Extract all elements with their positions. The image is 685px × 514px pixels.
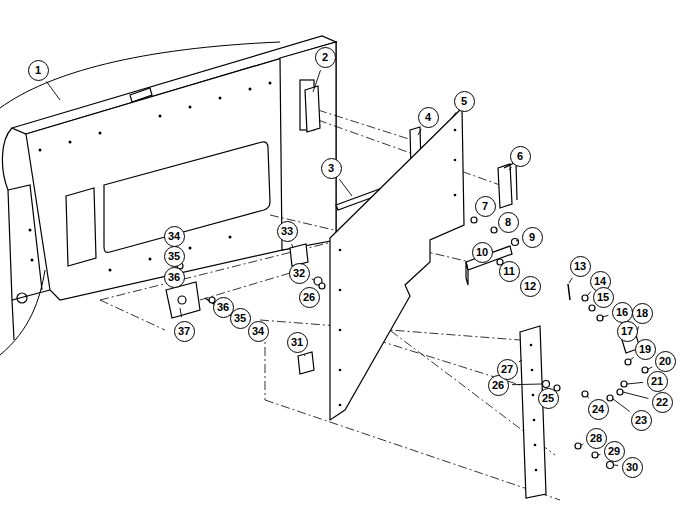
callout-number: 35 [164, 246, 185, 267]
callout-number: 33 [277, 221, 298, 242]
callout-number: 34 [248, 321, 269, 342]
leader-line [418, 129, 421, 135]
leader-line [630, 357, 634, 360]
leader-line [627, 382, 643, 384]
leader-line [46, 81, 60, 100]
leader-line [292, 244, 293, 248]
callout-number: 17 [617, 321, 638, 342]
leader-line [602, 315, 608, 317]
callout-number: 24 [588, 399, 609, 420]
callout-number: 13 [570, 256, 591, 277]
callout-number: 4 [418, 107, 439, 128]
callout-number: 23 [631, 410, 652, 431]
leader-line [509, 167, 511, 170]
leader-line [569, 278, 572, 283]
leader-line [613, 399, 630, 412]
leader-line [519, 360, 522, 362]
leader-line [516, 240, 518, 242]
callout-number: 7 [475, 196, 496, 217]
callout-number: 32 [289, 263, 310, 284]
callout-number: 35 [230, 308, 251, 329]
leader-line [614, 465, 618, 467]
callout-number: 2 [315, 47, 336, 68]
callout-number: 37 [174, 321, 195, 342]
callout-number: 29 [604, 441, 625, 462]
callout-number: 22 [652, 392, 673, 413]
callout-number: 8 [498, 212, 519, 233]
callout-number: 12 [520, 276, 541, 297]
callout-number: 10 [472, 242, 493, 263]
callout-number: 27 [497, 359, 518, 380]
leader-line [180, 308, 182, 317]
leader-line [313, 70, 321, 92]
leader-line [623, 392, 648, 399]
leader-line [304, 354, 305, 356]
callout-number: 18 [632, 303, 653, 324]
callout-number: 11 [499, 261, 520, 282]
callout-number: 21 [647, 371, 668, 392]
callout-number: 1 [28, 60, 49, 81]
callout-number: 25 [538, 388, 559, 409]
leader-line [339, 179, 352, 196]
callout-number: 16 [612, 302, 633, 323]
leader-line [312, 279, 314, 280]
callout-number: 34 [164, 226, 185, 247]
callout-number: 9 [522, 227, 543, 248]
leader-line [495, 228, 497, 229]
callout-number: 5 [454, 91, 475, 112]
leader-line [598, 454, 600, 456]
leader-line [648, 367, 652, 369]
callout-number: 31 [287, 332, 308, 353]
callout-number: 26 [299, 287, 320, 308]
callout-number: 6 [510, 146, 531, 167]
callout-number: 36 [164, 267, 185, 288]
callout-number: 19 [635, 339, 656, 360]
callout-number: 30 [622, 457, 643, 478]
callout-number: 20 [655, 351, 676, 372]
leader-line [475, 217, 476, 218]
callout-number: 28 [586, 428, 607, 449]
callout-number: 15 [593, 287, 614, 308]
leader-line [587, 396, 589, 398]
leader-line [512, 384, 542, 386]
leader-line [319, 288, 320, 289]
callout-number: 3 [321, 158, 342, 179]
leader-line [452, 112, 456, 118]
leader-line [581, 444, 583, 445]
leader-line [587, 292, 591, 296]
